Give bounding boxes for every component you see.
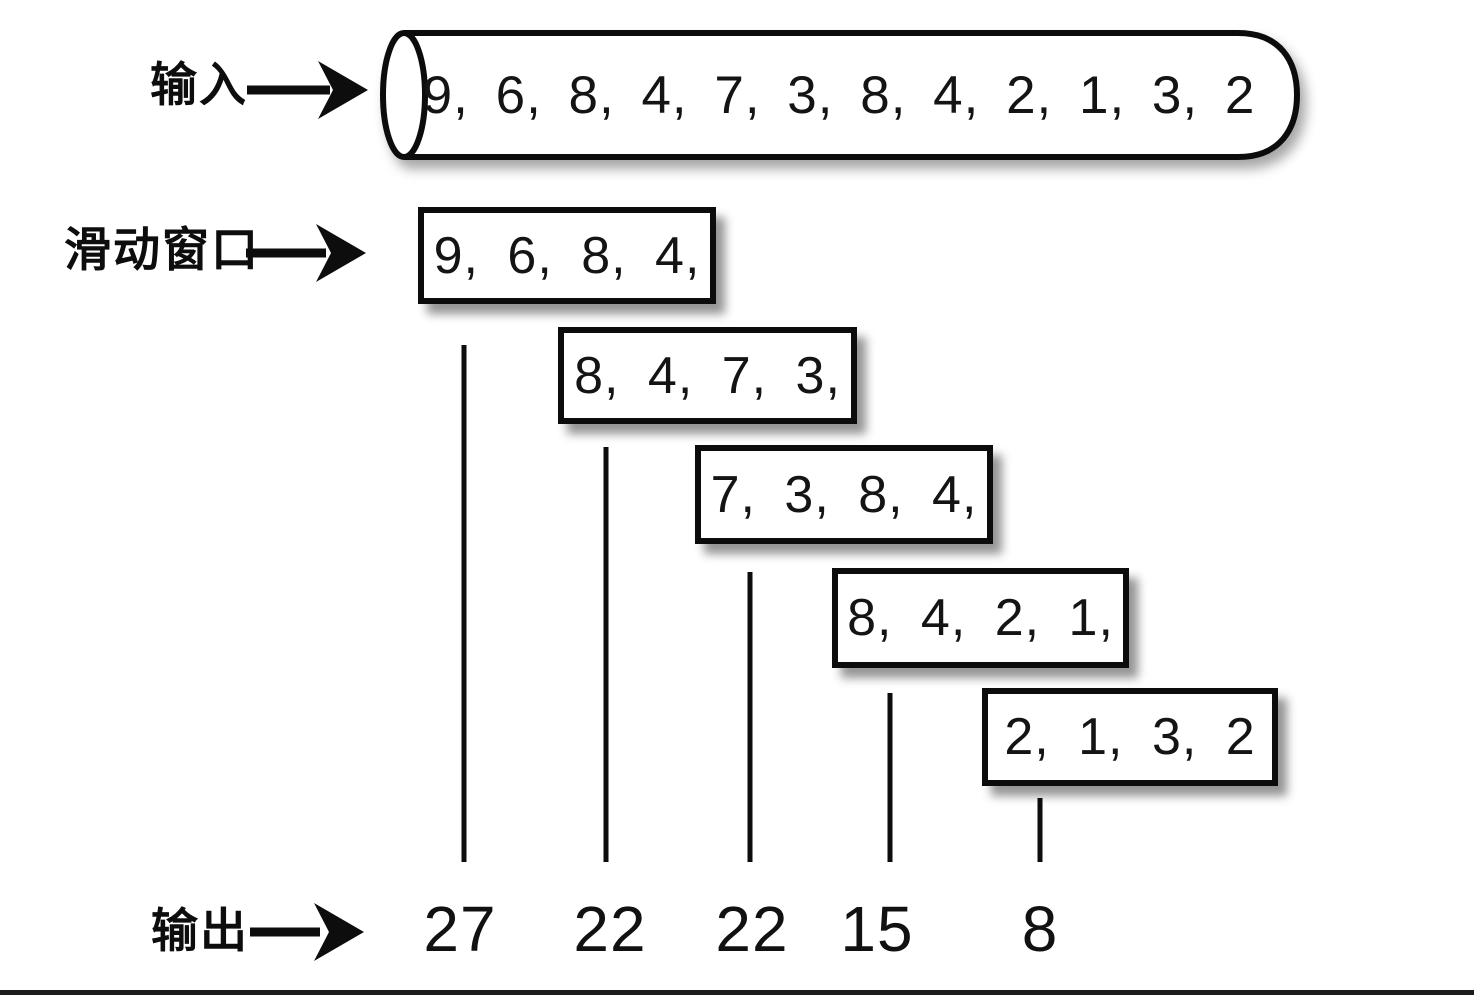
- output-value-3: 22: [715, 893, 789, 965]
- output-label: 输出: [151, 906, 249, 958]
- window-box-1: 9, 6, 8, 4,: [418, 207, 716, 304]
- input-stream-values: 9, 6, 8, 4, 7, 3, 8, 4, 2, 1, 3, 2: [422, 65, 1256, 125]
- bottom-rule: [0, 990, 1474, 995]
- window-box-5-values: 2, 1, 3, 2: [1004, 708, 1256, 766]
- window-box-4: 8, 4, 2, 1,: [832, 568, 1129, 668]
- sliding-window-arrow: [246, 224, 366, 282]
- output-value-5: 8: [1021, 893, 1059, 965]
- output-arrow: [250, 903, 364, 961]
- input-cylinder-shape: [380, 30, 1301, 160]
- window-box-4-values: 8, 4, 2, 1,: [847, 589, 1114, 647]
- output-value-1: 27: [423, 893, 497, 965]
- input-label: 输入: [150, 60, 248, 112]
- input-arrow: [247, 61, 368, 119]
- window-box-1-values: 9, 6, 8, 4,: [433, 226, 701, 285]
- output-value-4: 15: [840, 893, 914, 965]
- output-value-2: 22: [573, 893, 647, 965]
- window-box-2-values: 8, 4, 7, 3,: [574, 346, 841, 405]
- window-box-3: 7, 3, 8, 4,: [695, 445, 993, 544]
- sliding-window-label: 滑动窗口: [64, 225, 260, 277]
- window-box-3-values: 7, 3, 8, 4,: [710, 465, 978, 524]
- connector-lines: [461, 345, 1043, 862]
- window-box-5: 2, 1, 3, 2: [982, 688, 1278, 786]
- window-box-2: 8, 4, 7, 3,: [558, 327, 857, 424]
